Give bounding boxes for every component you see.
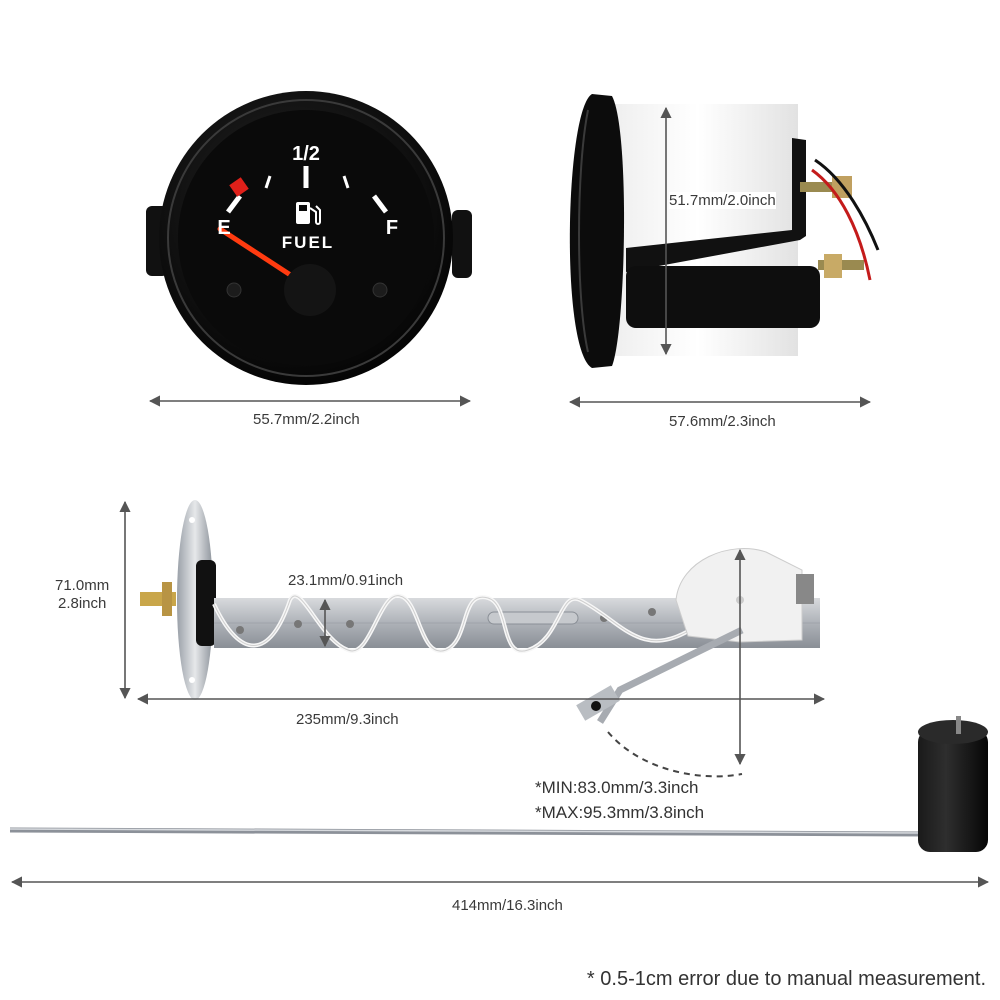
tick-full xyxy=(372,194,388,214)
mounting-tab-right xyxy=(452,210,472,278)
label-side-depth: 57.6mm/2.3inch xyxy=(669,413,776,430)
gauge-dial-face xyxy=(178,110,434,366)
mounting-flange xyxy=(177,500,213,700)
label-arm-length: 414mm/16.3inch xyxy=(452,897,563,914)
dimension-lines xyxy=(10,106,990,888)
fuel-level-sender xyxy=(9,500,988,852)
empty-warning-mark xyxy=(229,177,249,197)
measurement-footnote: * 0.5-1cm error due to manual measuremen… xyxy=(586,968,986,990)
wire-red xyxy=(811,168,872,281)
label-tube-width: 23.1mm/0.91inch xyxy=(288,572,404,589)
flange-cap xyxy=(196,560,216,646)
gauge-front xyxy=(146,91,472,385)
label-min-depth: *MIN:83.0mm/3.3inch xyxy=(535,778,699,797)
tick-empty xyxy=(226,194,242,214)
needle-hub xyxy=(284,264,336,316)
screw-left xyxy=(226,282,242,298)
tick-three-quarter xyxy=(342,175,350,189)
gauge-empty-mark: E xyxy=(217,217,230,239)
gauge-needle xyxy=(217,226,295,279)
label-max-depth: *MAX:95.3mm/3.8inch xyxy=(535,803,705,822)
gauge-half-mark: 1/2 xyxy=(292,143,320,165)
gauge-side-bezel xyxy=(569,94,625,368)
gauge-fuel-label: FUEL xyxy=(282,233,334,252)
gauge-side xyxy=(569,94,880,368)
float xyxy=(918,716,988,852)
fuel-pump-icon xyxy=(296,202,321,225)
label-sender-height-inch: 2.8inch xyxy=(58,595,107,612)
float-arm xyxy=(597,626,744,724)
gauge-full-mark: F xyxy=(386,217,398,239)
mounting-bracket xyxy=(626,138,806,272)
tick-quarter xyxy=(264,175,272,189)
swing-arc xyxy=(607,731,743,778)
label-side-height: 51.7mm/2.0inch xyxy=(669,192,776,209)
float-arm-rod xyxy=(9,827,931,837)
screw-right xyxy=(372,282,388,298)
label-sender-height-mm: 71.0mm xyxy=(55,577,110,594)
wire-black xyxy=(814,158,880,251)
label-gauge-width: 55.7mm/2.2inch xyxy=(253,411,360,428)
label-sender-length: 235mm/9.3inch xyxy=(296,711,399,728)
